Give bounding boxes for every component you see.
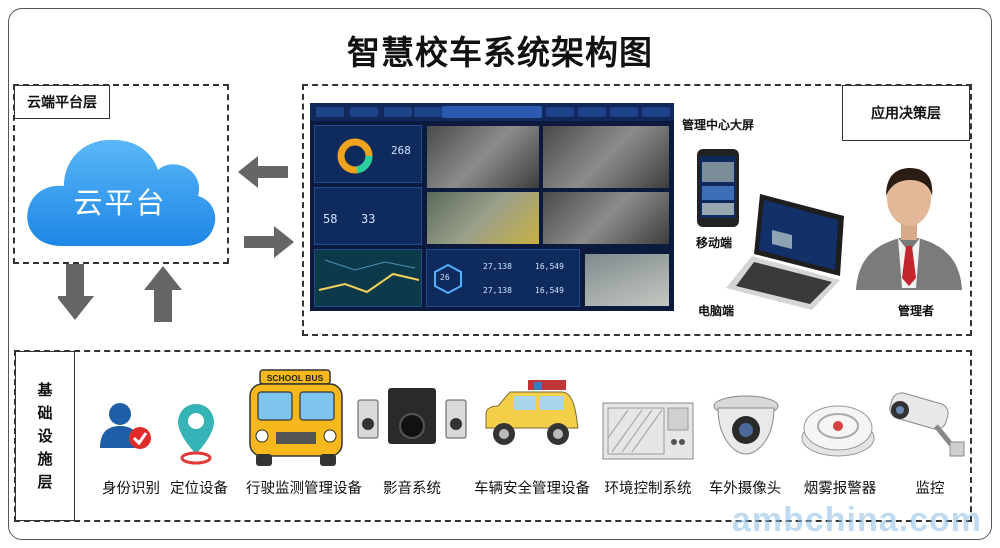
video-feed: [584, 253, 670, 307]
device-label-location: 定位设备: [170, 481, 228, 497]
cloud-icon: [27, 139, 216, 246]
hexagon-badge-icon: [434, 264, 462, 294]
stat-value: 27,138: [483, 286, 512, 295]
video-feed: [426, 125, 540, 189]
laptop-icon: [726, 194, 844, 310]
cloud-layer-label: 云端平台层: [14, 85, 110, 119]
screen-tab: [578, 107, 606, 117]
watermark: ambchina.com: [731, 501, 982, 539]
bus-sign-text: SCHOOL BUS: [267, 373, 324, 383]
smoke-detector-icon: [801, 405, 875, 457]
layer-char: 基: [37, 380, 53, 399]
screen-tab: [316, 107, 344, 117]
screen-tab: [350, 107, 378, 117]
infrastructure-layer-label: 基 础 设 施 层: [15, 351, 75, 521]
pc-label: 电脑端: [698, 304, 735, 318]
screen-tab: [546, 107, 574, 117]
screen-tab: [642, 107, 670, 117]
school-bus-icon: SCHOOL BUS: [249, 369, 343, 466]
manager-label: 管理者: [898, 304, 935, 318]
manager-avatar-icon: [856, 168, 962, 290]
layer-char: 施: [37, 449, 53, 468]
air-conditioner-icon: [602, 402, 694, 460]
cloud-layer-box: [13, 84, 229, 264]
screen-tab: [610, 107, 638, 117]
location-pin-icon: [178, 404, 214, 465]
sync-arrows: [238, 156, 294, 258]
map-route-icon: [318, 259, 420, 294]
stat-value: 268: [391, 144, 411, 157]
speaker-system-icon: [357, 388, 467, 444]
screen-panel-map: [314, 249, 422, 307]
device-label-identity: 身份识别: [102, 481, 160, 497]
screen-panel-left-top: 268: [314, 125, 422, 183]
screen-panel-left-mid: 58 33: [314, 187, 422, 245]
device-label-monitoring: 监控: [915, 481, 945, 497]
page-title: 智慧校车系统架构图: [347, 33, 653, 72]
safety-car-icon: [485, 380, 579, 445]
device-label-smoke-alarm: 烟雾报警器: [803, 481, 877, 497]
stat-value: 26: [440, 273, 450, 282]
identity-user-icon: [100, 403, 151, 449]
screen-tab: [384, 107, 412, 117]
mobile-label: 移动端: [696, 236, 733, 250]
donut-chart-icon: [337, 138, 373, 174]
screen-panel-stats: 26 27,138 16,549 27,138 16,549: [426, 249, 580, 307]
big-screen-label: 管理中心大屏: [682, 118, 755, 132]
decision-layer-label: 应用决策层: [842, 85, 970, 141]
video-feed: [542, 125, 670, 189]
device-label-external-camera: 车外摄像头: [708, 481, 782, 497]
surveillance-camera-icon: [889, 392, 965, 457]
device-label-environment: 环境控制系统: [604, 481, 692, 497]
cloud-platform: 云平台: [22, 118, 218, 254]
layer-char: 层: [37, 472, 53, 491]
decision-layer-box: [302, 84, 972, 336]
video-feed: [542, 191, 670, 245]
stat-value: 16,549: [535, 286, 564, 295]
screen-title-bar: [442, 106, 542, 118]
layer-char: 础: [37, 403, 53, 422]
vertical-arrows: [58, 264, 182, 322]
layer-char: 设: [37, 426, 53, 445]
cloud-platform-label: 云平台: [73, 186, 167, 220]
mobile-phone-icon: [697, 149, 739, 227]
dome-camera-icon: [713, 395, 779, 455]
screen-tab: [414, 107, 442, 117]
stat-value: 27,138: [483, 262, 512, 271]
device-label-vehicle-safety: 车辆安全管理设备: [474, 481, 590, 497]
stat-value: 58: [323, 212, 338, 226]
device-label-driving-monitor: 行驶监测管理设备: [246, 481, 362, 497]
device-label-audio-video: 影音系统: [383, 481, 441, 497]
stat-value: 33: [361, 212, 376, 226]
stat-value: 16,549: [535, 262, 564, 271]
video-feed: [426, 191, 540, 245]
management-big-screen: 268 58 33 26 27,138 16,549 27,138 16,549: [310, 103, 674, 311]
